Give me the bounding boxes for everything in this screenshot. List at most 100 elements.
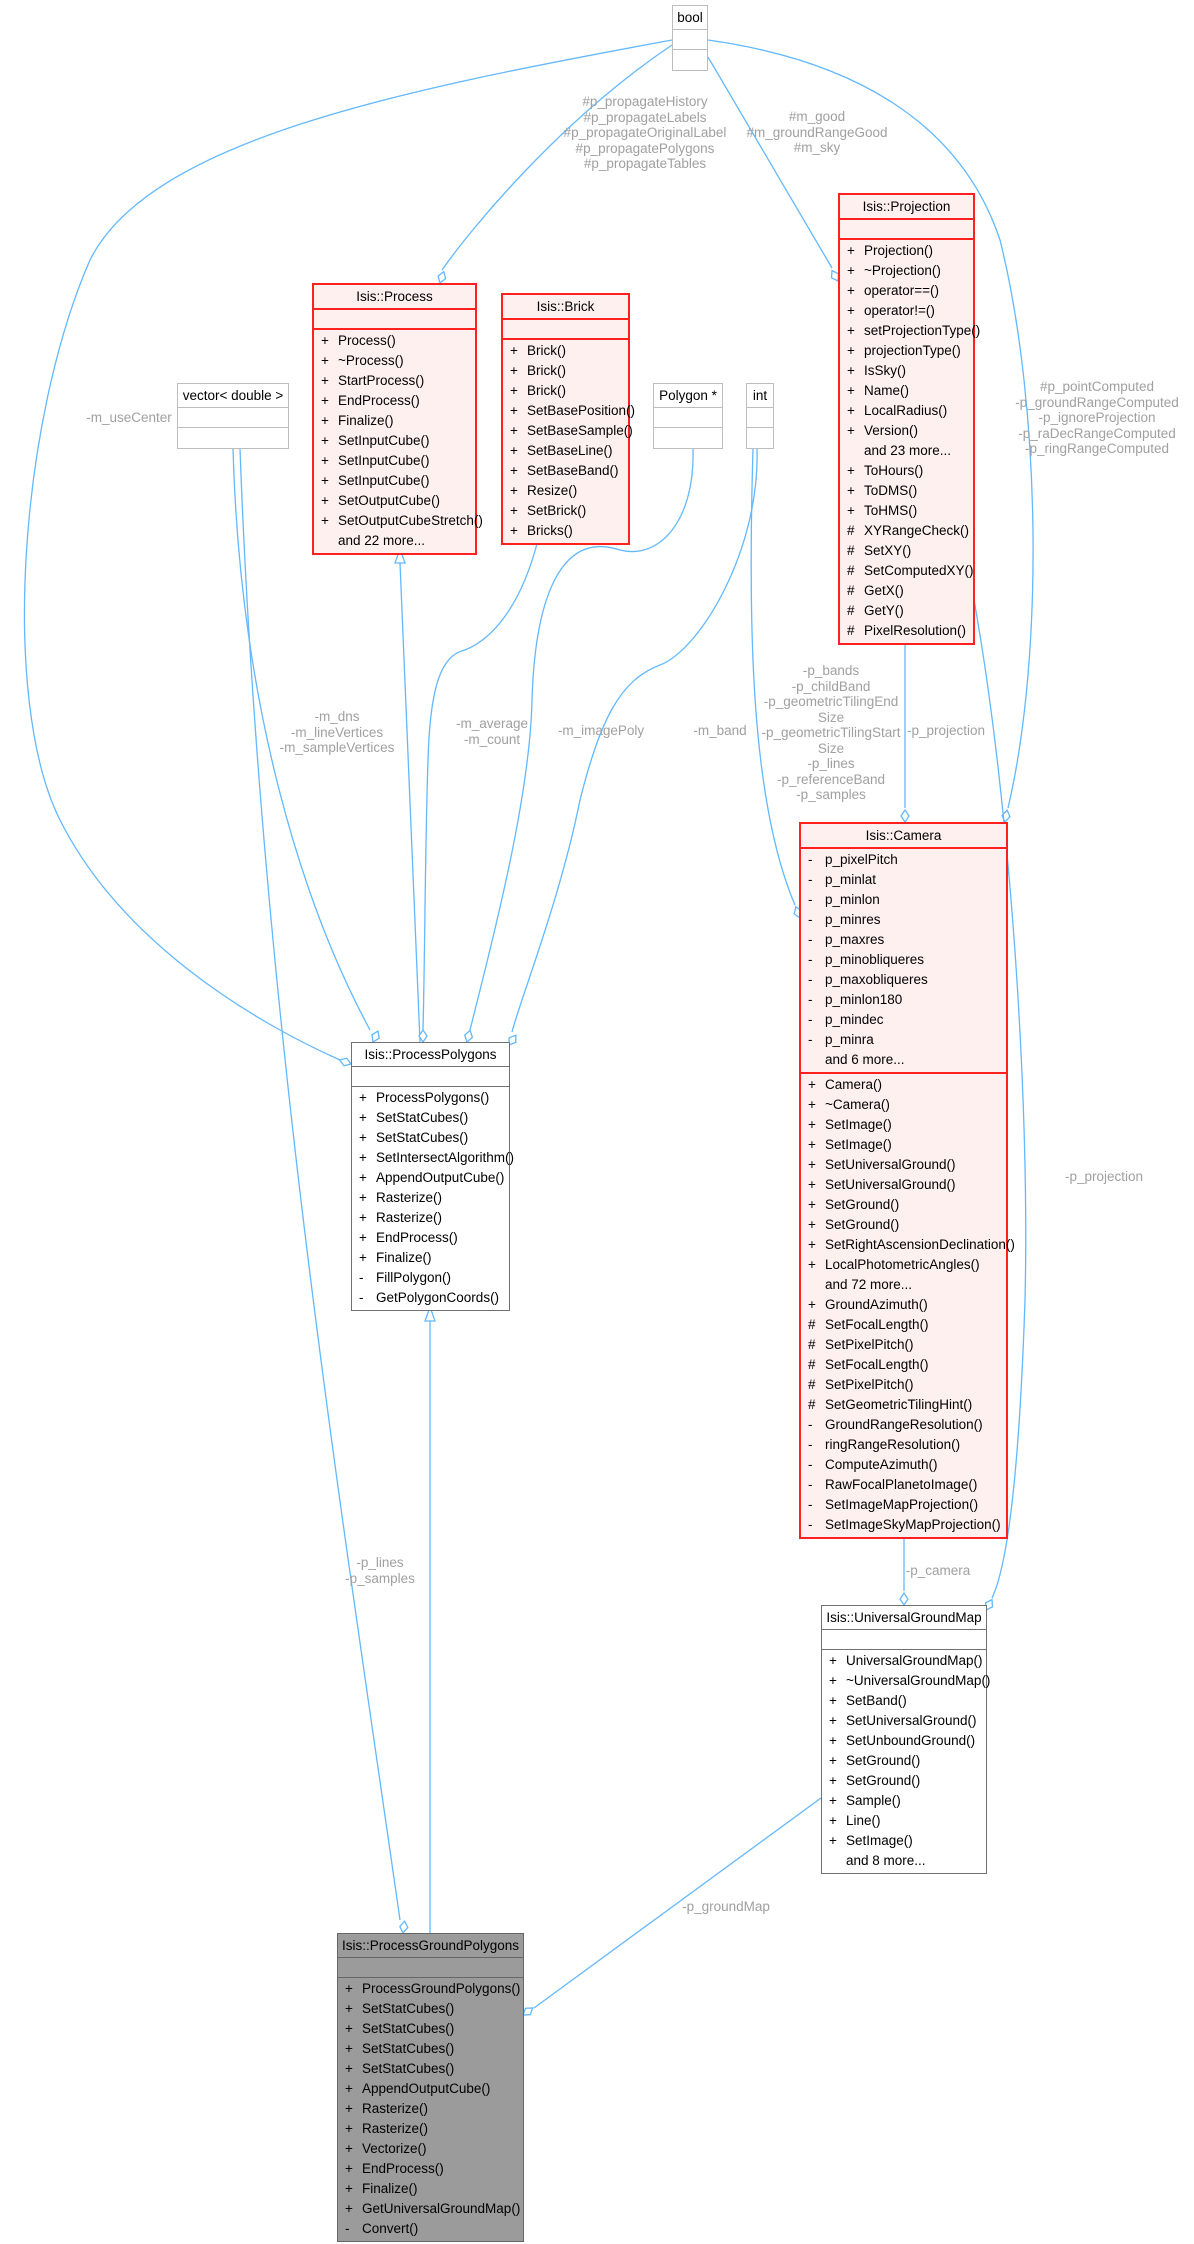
member-name: AppendOutputCube() [376, 1170, 505, 1185]
member-name: SetStatCubes() [362, 2041, 455, 2056]
visibility-marker: # [847, 523, 855, 538]
member-name: Brick() [527, 383, 566, 398]
member-name: Bricks() [527, 523, 573, 538]
method-row: +ProcessGroundPolygons() [338, 1979, 523, 1999]
class-box-int[interactable]: int [746, 383, 774, 449]
method-row: #SetFocalLength() [801, 1315, 1006, 1335]
edge-label-line: Size [817, 709, 845, 725]
member-name: Rasterize() [376, 1190, 443, 1205]
member-name: p_maxres [825, 932, 885, 947]
visibility-marker: + [359, 1250, 367, 1265]
class-title[interactable]: Isis::UniversalGroundMap [822, 1606, 986, 1630]
attributes-section [338, 1958, 523, 1978]
visibility-marker: + [321, 453, 329, 468]
member-name: IsSky() [864, 363, 906, 378]
class-title[interactable]: vector< double > [178, 384, 288, 408]
edge-use-center [23, 39, 673, 1061]
member-name: Process() [338, 333, 396, 348]
visibility-marker: - [359, 1270, 364, 1285]
class-title[interactable]: Isis::Process [314, 285, 475, 310]
aggregation-diamond-icon [371, 1030, 380, 1044]
attribute-row: -p_maxobliqueres [801, 970, 1006, 990]
method-row: +operator==() [840, 281, 973, 301]
edge-label-line: -m_imagePoly [557, 723, 645, 738]
class-box-polygon[interactable]: Polygon * [653, 383, 723, 449]
member-name: SetBaseBand() [527, 463, 619, 478]
member-name: and 72 more... [825, 1277, 913, 1292]
visibility-marker: + [345, 2001, 353, 2016]
edge-label-line: -p_geometricTilingStart [761, 725, 901, 740]
class-box-bool[interactable]: bool [672, 5, 708, 71]
class-title[interactable]: Isis::ProcessGroundPolygons [338, 1934, 523, 1958]
method-row: and 22 more... [314, 531, 475, 551]
visibility-marker: - [808, 892, 813, 907]
class-box-projection[interactable]: Isis::Projection+Projection()+~Projectio… [838, 193, 980, 645]
aggregation-diamond-icon [399, 1919, 409, 1935]
class-box-vector[interactable]: vector< double > [177, 383, 289, 449]
edge-lines-samples [239, 448, 401, 1921]
class-title[interactable]: Isis::ProcessPolygons [352, 1043, 509, 1067]
method-row: +SetBrick() [503, 501, 628, 521]
edge-label-line: -p_lines [807, 756, 855, 771]
visibility-marker: + [829, 1833, 837, 1848]
method-row: +SetInputCube() [314, 451, 475, 471]
class-title[interactable]: Isis::Brick [503, 295, 628, 320]
visibility-marker: - [808, 1477, 813, 1492]
class-box-pgp[interactable]: Isis::ProcessGroundPolygons+ProcessGroun… [337, 1933, 524, 2242]
method-row: +SetUniversalGround() [801, 1175, 1006, 1195]
member-name: Rasterize() [376, 1210, 443, 1225]
visibility-marker: - [808, 972, 813, 987]
class-box-processpolygons[interactable]: Isis::ProcessPolygons+ProcessPolygons()+… [351, 1042, 514, 1311]
method-row: +Finalize() [314, 411, 475, 431]
method-row: +SetBaseLine() [503, 441, 628, 461]
class-title[interactable]: Polygon * [654, 384, 722, 408]
visibility-marker: - [345, 2221, 350, 2236]
method-row: +SetUniversalGround() [822, 1711, 986, 1731]
member-name: Finalize() [376, 1250, 432, 1265]
member-name: ComputeAzimuth() [825, 1457, 938, 1472]
visibility-marker: + [847, 503, 855, 518]
method-row: -FillPolygon() [352, 1268, 509, 1288]
visibility-marker: + [510, 523, 518, 538]
member-name: Rasterize() [362, 2101, 429, 2116]
visibility-marker: + [808, 1117, 816, 1132]
visibility-marker: + [829, 1693, 837, 1708]
edge-label-line: -m_band [693, 723, 747, 738]
member-name: and 23 more... [864, 443, 952, 458]
methods-section: +UniversalGroundMap()+~UniversalGroundMa… [822, 1650, 990, 1873]
visibility-marker: # [847, 623, 855, 638]
visibility-marker: - [808, 852, 813, 867]
method-row: +setProjectionType() [840, 321, 980, 341]
method-row: +SetImage() [822, 1831, 986, 1851]
class-box-ugm[interactable]: Isis::UniversalGroundMap+UniversalGround… [821, 1605, 990, 1874]
member-name: UniversalGroundMap() [846, 1653, 983, 1668]
member-name: PixelResolution() [864, 623, 967, 638]
member-name: SetBaseSample() [527, 423, 633, 438]
edge-label-line: #p_propagatePolygons [575, 140, 715, 156]
member-name: setProjectionType() [864, 323, 981, 338]
visibility-marker: + [847, 343, 855, 358]
class-box-camera[interactable]: Isis::Camera-p_pixelPitch-p_minlat-p_min… [799, 822, 1015, 1539]
class-title[interactable]: int [747, 384, 773, 408]
class-title[interactable]: Isis::Projection [840, 195, 973, 220]
member-name: ToDMS() [864, 483, 918, 498]
method-row: +UniversalGroundMap() [822, 1651, 986, 1671]
visibility-marker: + [510, 383, 518, 398]
method-row: -SetImageMapProjection() [801, 1495, 1006, 1515]
visibility-marker: + [345, 2081, 353, 2096]
edge-label-line: -m_dns [314, 709, 360, 724]
method-row: +~Projection() [840, 261, 973, 281]
member-name: RawFocalPlanetoImage() [825, 1477, 978, 1492]
member-name: SetOutputCube() [338, 493, 441, 508]
edge-label-line: -p_geometricTilingEnd [763, 694, 899, 709]
method-row: and 72 more... [801, 1275, 1006, 1295]
member-name: p_minra [825, 1032, 874, 1047]
class-title[interactable]: Isis::Camera [801, 824, 1006, 849]
class-box-process[interactable]: Isis::Process+Process()+~Process()+Start… [312, 283, 483, 555]
class-title[interactable]: bool [673, 6, 707, 30]
edge-label-average: -m_average-m_count [456, 716, 528, 747]
aggregation-diamond-icon [508, 1034, 517, 1046]
method-row: +AppendOutputCube() [338, 2079, 523, 2099]
class-box-brick[interactable]: Isis::Brick+Brick()+Brick()+Brick()+SetB… [501, 293, 635, 545]
